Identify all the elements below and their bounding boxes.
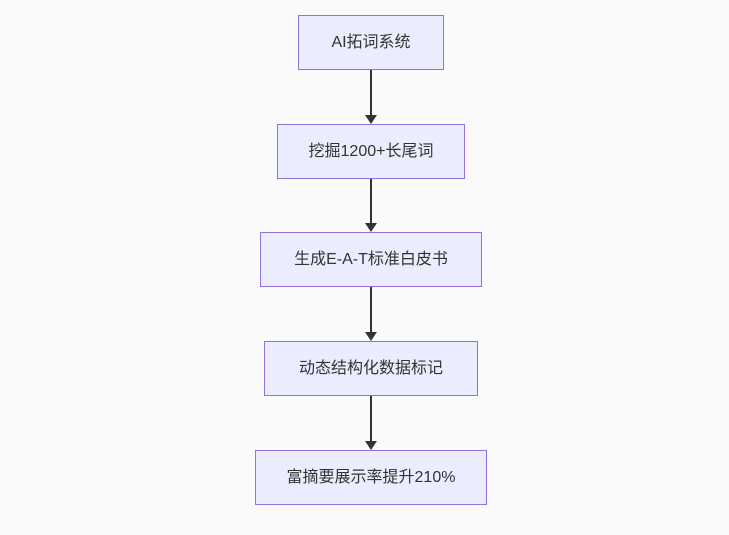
flow-node-ai-word-expansion-system: AI拓词系统 [298,15,444,70]
flow-node-structured-data-markup: 动态结构化数据标记 [264,341,478,396]
arrow-line [369,287,372,332]
flow-arrow-1 [364,70,377,124]
arrow-line [369,70,372,115]
arrowhead-down-icon [364,115,377,124]
flow-node-longtail-keywords: 挖掘1200+长尾词 [277,124,465,179]
arrowhead-down-icon [364,332,377,341]
arrow-line [369,396,372,441]
arrowhead-down-icon [364,223,377,232]
flow-node-eat-whitepaper: 生成E-A-T标准白皮书 [260,232,482,287]
arrow-line [369,179,372,223]
flow-node-rich-snippet-rate: 富摘要展示率提升210% [255,450,487,505]
flow-arrow-4 [364,396,377,450]
arrowhead-down-icon [364,441,377,450]
flow-arrow-3 [364,287,377,341]
flow-arrow-2 [364,179,377,232]
